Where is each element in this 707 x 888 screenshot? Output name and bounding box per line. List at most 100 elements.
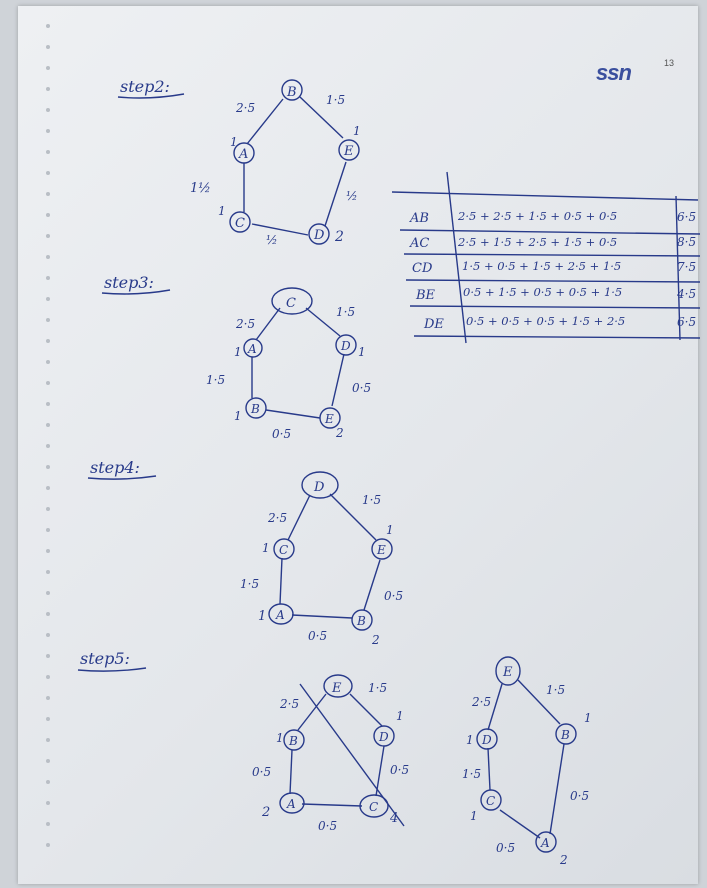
table-rule [405,279,701,283]
node-degree: 2 [371,633,380,647]
edge-weight: 0·5 [390,763,409,777]
table-pair: BE [415,288,436,303]
node-degree: 1 [584,711,592,725]
node-label: B [560,728,570,742]
page-number: 13 [664,58,675,68]
graph-node: E [371,538,393,560]
binding-hole [46,549,50,553]
binding-hole [46,843,50,847]
edge-weight: 2·5 [267,511,287,525]
edge-weight: ½ [266,233,278,247]
node-degree: 1 [258,609,266,624]
step-label: step4: [90,458,140,477]
table-sum: 1·5 + 0·5 + 1·5 + 2·5 + 1·5 [462,259,621,273]
binding-hole [46,129,50,133]
binding-hole [46,339,50,343]
table-row: DE 0·5 + 0·5 + 0·5 + 1·5 + 2·5 6·5 [423,314,696,332]
edge-weight: 1·5 [462,767,481,781]
binding-holes [40,16,60,886]
graph-node: C [480,789,502,811]
graph-node: C [273,538,295,560]
binding-hole [46,423,50,427]
binding-hole [46,444,50,448]
binding-hole [46,465,50,469]
table-row: AC 2·5 + 1·5 + 2·5 + 1·5 + 0·5 8·5 [409,235,696,251]
graph-node: A [535,831,557,853]
graph-edge [324,161,347,227]
binding-hole [46,66,50,70]
graph-edge [265,409,321,419]
graph-node: E [319,407,341,429]
binding-hole [46,171,50,175]
binding-hole [46,675,50,679]
graph-edge [305,307,341,337]
table-rule [409,305,701,309]
node-label: E [502,665,513,680]
graph-node: B [555,723,577,745]
edge-weight: 1·5 [368,681,387,695]
node-label: C [235,216,245,231]
binding-hole [46,402,50,406]
binding-hole [46,528,50,532]
node-label: A [540,836,550,850]
table-rule [403,253,701,257]
node-label: E [324,412,334,426]
graph-node: C [271,287,313,315]
binding-hole [46,738,50,742]
graph-edge [297,693,327,731]
graph-edge [329,493,377,541]
edge-weight: 1·5 [206,373,225,387]
graph-node: D [308,223,330,245]
edge-weight: 1·5 [326,93,345,107]
edge-weight: 2·5 [279,697,299,711]
edge-weight: 0·5 [308,629,327,643]
table-total: 8·5 [677,235,696,249]
graph-node: A [279,792,305,814]
node-label: D [378,730,389,744]
binding-hole [46,717,50,721]
step-5-block: step5: E B D A C 1 1 2 4 2·5 1·5 0·5 0·5… [77,649,409,833]
edge-weight: 0·5 [496,841,515,855]
edge-weight: 0·5 [384,589,403,603]
node-degree: 2 [559,853,568,867]
edge-weight: ½ [346,189,358,203]
edge-weight: 0·5 [570,789,589,803]
binding-hole [46,759,50,763]
brand-logo: ssn [596,60,632,85]
graph-edge [279,557,283,605]
table-row: CD 1·5 + 0·5 + 1·5 + 2·5 + 1·5 7·5 [412,259,696,276]
table-pair: AB [409,211,429,226]
graph-edge [291,614,353,619]
distance-table: AB 2·5 + 2·5 + 1·5 + 0·5 + 0·5 6·5 AC 2·… [391,171,701,344]
node-label: E [331,681,342,696]
node-degree: 1 [386,523,394,537]
node-degree: 1 [470,809,478,823]
step-5-alt-graph: E D B C A 1 1 1 2 2·5 1·5 1·5 0·5 0·5 [462,656,592,867]
graph-node: D [476,728,498,750]
binding-hole [46,276,50,280]
notebook-page: ssn 13 [18,6,698,884]
binding-hole [46,591,50,595]
edge-weight: 1·5 [336,305,355,319]
graph-node: E [323,674,353,698]
table-sum: 2·5 + 1·5 + 2·5 + 1·5 + 0·5 [457,235,617,249]
step-4-block: step4: D C E A B 1 1 1 2 2·5 1·5 1·5 0·5… [87,458,403,647]
node-degree: 2 [335,426,344,440]
table-row: AB 2·5 + 2·5 + 1·5 + 0·5 + 0·5 6·5 [409,209,696,226]
edge-weight: 0·5 [352,381,371,395]
node-label: C [369,800,378,814]
node-label: D [481,733,492,747]
graph-edge [246,98,284,145]
table-row: BE 0·5 + 1·5 + 0·5 + 0·5 + 1·5 4·5 [415,285,696,303]
table-total: 6·5 [677,315,696,329]
node-degree: 1 [396,709,404,723]
binding-hole [46,822,50,826]
node-label: A [247,342,257,356]
node-label: B [286,85,297,100]
node-label: C [486,794,495,808]
binding-hole [46,87,50,91]
binding-hole [46,213,50,217]
binding-hole [46,360,50,364]
node-label: E [343,144,354,159]
binding-hole [46,255,50,259]
